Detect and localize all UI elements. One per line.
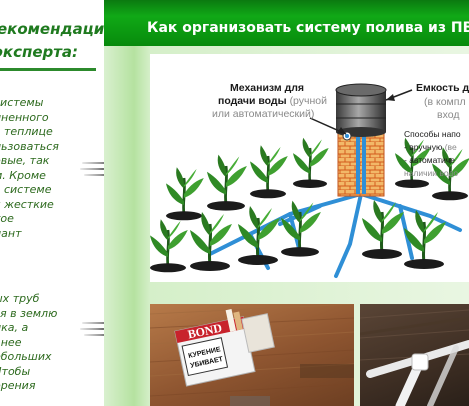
tip-line: овые, так xyxy=(0,154,50,167)
fill-method-manual-note: (ве xyxy=(442,142,457,152)
expert-tips-title-line: Рекомендации xyxy=(0,20,105,38)
photo-pipes-on-soil xyxy=(360,304,469,406)
tip-line: в системе xyxy=(0,183,52,196)
tip-line: Чтобы xyxy=(0,364,31,378)
pipes-on-soil-photo xyxy=(360,309,469,406)
article-title: Как организовать систему полива из ПВХ xyxy=(147,20,469,36)
article-header-bar: Как организовать систему полива из ПВХ xyxy=(104,0,469,46)
tip-line: в теплице xyxy=(0,125,53,138)
mechanism-label-line3: или автоматический) xyxy=(212,108,314,120)
tip-line: я жесткие xyxy=(0,197,54,211)
tip-line: ых труб xyxy=(0,292,40,305)
mechanism-label-line1: Механизм для xyxy=(230,82,304,94)
irrigation-diagram-illustration: Механизм для подачи воды(ручной или авто… xyxy=(150,54,469,282)
fill-method-manual: - вручную (ве xyxy=(404,142,457,152)
tip-line: ика, а xyxy=(0,321,29,334)
tip-line: лненного xyxy=(0,110,49,124)
tip-line: иант xyxy=(0,226,22,240)
fill-method-auto: - автоматиче xyxy=(404,155,455,165)
cigarette-pack-photo: BOND КУРЕНИЕ УБИВАЕТ xyxy=(150,304,354,406)
tank-label-gray: вход xyxy=(437,109,459,121)
fill-method-manual-label: - вручную xyxy=(404,142,443,152)
mechanism-label-line2: подачи воды(ручной xyxy=(218,95,327,107)
article-content: Механизм для подачи воды(ручной или авто… xyxy=(104,46,469,406)
tip-line: орения xyxy=(0,379,36,392)
tank-label: Емкость д xyxy=(416,82,469,94)
tank-label-gray: (в компл xyxy=(424,96,466,108)
fill-methods-note: наличии водо xyxy=(404,168,458,178)
irrigation-diagram: Механизм для подачи воды(ручной или авто… xyxy=(150,54,469,282)
title-divider xyxy=(0,68,96,71)
expert-tips-title-line: эксперта: xyxy=(0,43,79,61)
photo-cigarette-pack-on-board: BOND КУРЕНИЕ УБИВАЕТ xyxy=(150,304,354,406)
fill-methods-title: Способы напо xyxy=(404,129,461,139)
expert-tips-paragraph-1: системы лненного в теплице льзоваться ов… xyxy=(0,96,104,241)
expert-tips-panel: Рекомендации эксперта: системы лненного … xyxy=(0,0,105,406)
tip-line: тое xyxy=(0,212,14,225)
tip-line: льзоваться xyxy=(0,139,59,153)
tip-line: м. Кроме xyxy=(0,168,46,182)
tip-line: ся в землю xyxy=(0,306,58,320)
spiral-binder-ring xyxy=(80,158,124,180)
expert-tips-title: Рекомендации эксперта: xyxy=(0,18,105,64)
spiral-binder-ring xyxy=(80,318,124,340)
tip-line: системы xyxy=(0,96,44,109)
mechanism-label-gray: (ручной xyxy=(290,95,328,107)
mechanism-label-bold: подачи воды xyxy=(218,95,287,107)
